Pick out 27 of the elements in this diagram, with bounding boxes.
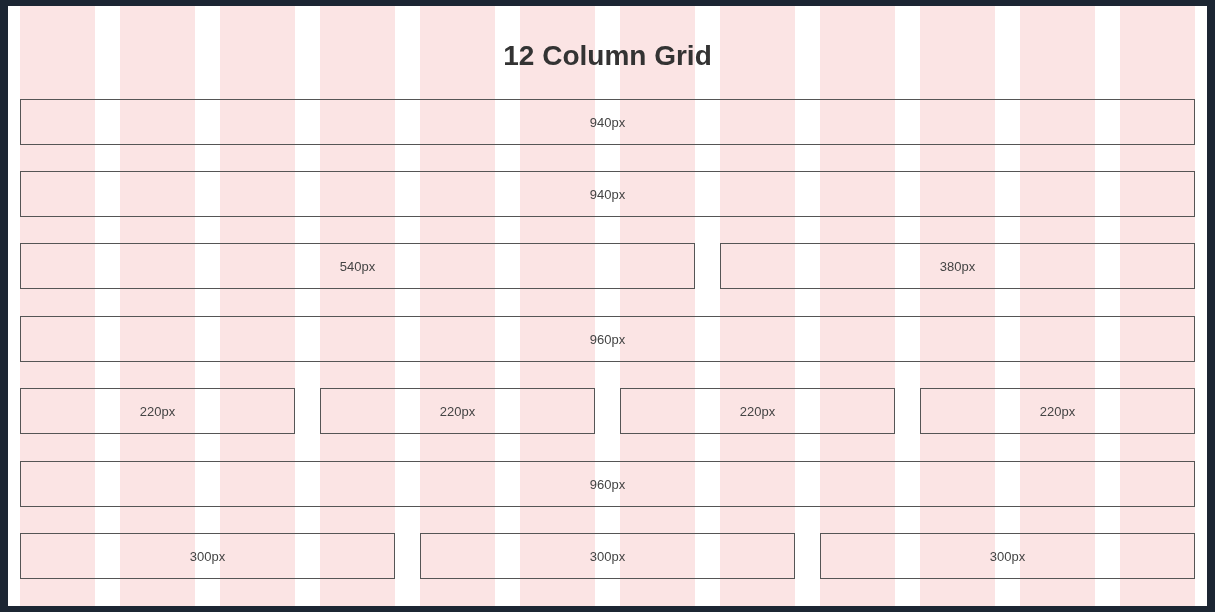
grid-row-box (20, 388, 295, 434)
width-label: 300px (989, 548, 1026, 564)
grid-row-box (20, 461, 1195, 507)
width-label: 220px (1039, 403, 1076, 419)
grid-row-box (320, 388, 595, 434)
width-label: 960px (589, 476, 626, 492)
width-label: 940px (589, 186, 626, 202)
width-label: 300px (189, 548, 226, 564)
grid-row-box (620, 388, 895, 434)
width-label: 220px (139, 403, 176, 419)
grid-row-box (20, 171, 1195, 217)
grid-row-box (20, 243, 695, 289)
width-label: 540px (339, 258, 376, 274)
width-label: 220px (739, 403, 776, 419)
grid-row-box (20, 316, 1195, 362)
grid-row-box (420, 533, 795, 579)
title: 12 Column Grid (502, 40, 713, 72)
width-label: 940px (589, 114, 626, 130)
grid-row-box (20, 533, 395, 579)
grid-row-box (920, 388, 1195, 434)
width-label: 300px (589, 548, 626, 564)
grid-row-box (720, 243, 1195, 289)
grid-row-box (820, 533, 1195, 579)
width-label: 220px (439, 403, 476, 419)
width-label: 380px (939, 258, 976, 274)
grid-row-box (20, 99, 1195, 145)
width-label: 960px (589, 331, 626, 347)
